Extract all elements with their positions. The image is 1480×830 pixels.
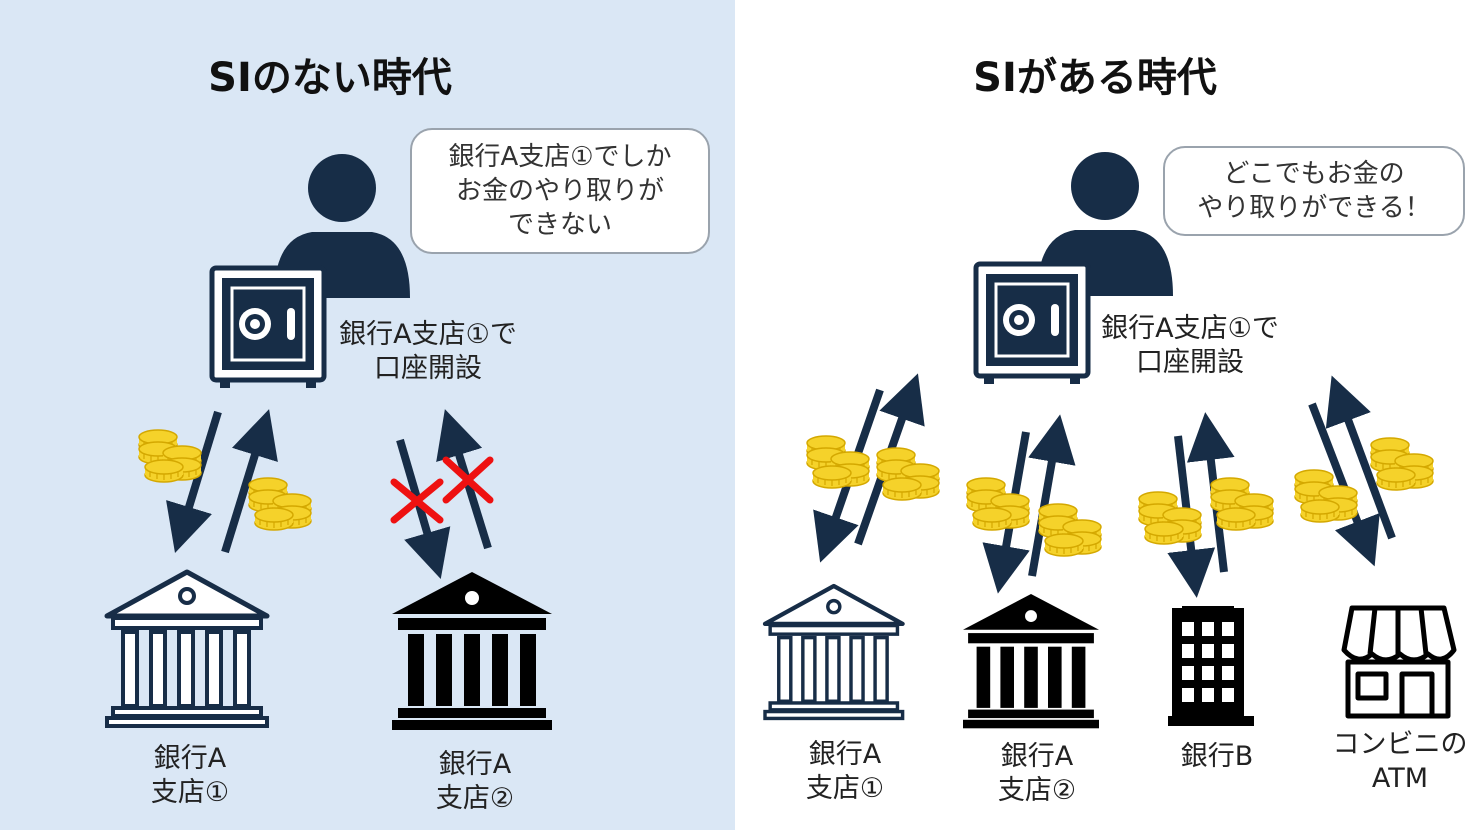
left-speech-line-2: お金のやり取りが: [455, 176, 664, 206]
left-bank1-label-line-2: 支店①: [150, 777, 230, 808]
left-coins-icon-2: [249, 478, 311, 530]
right-dest4-label: コンビニの ATM: [1315, 728, 1480, 796]
right-dest4-label-line-1: コンビニの: [1332, 729, 1468, 760]
right-dest1-label-line-1: 銀行A: [808, 739, 882, 770]
right-arrow-down-dest4: [1308, 402, 1380, 567]
right-dest4-label-line-2: ATM: [1371, 763, 1429, 794]
right-coins-icon-6: [1211, 478, 1273, 530]
left-bank2-label-line-2: 支店②: [435, 783, 515, 814]
left-bank-solid-icon: [392, 572, 552, 730]
right-bank-outline-icon: [765, 586, 903, 718]
right-dest2-label: 銀行A 支店②: [957, 740, 1117, 808]
left-account-label-line-2: 口座開設: [374, 353, 482, 384]
left-cross-mark-icon-1: [390, 478, 444, 524]
left-bank1-label: 銀行A 支店①: [110, 742, 270, 810]
right-account-label-line-1: 銀行A支店①で: [1101, 313, 1279, 344]
right-dest1-label-line-2: 支店①: [805, 773, 885, 804]
left-bank1-label-line-1: 銀行A: [153, 743, 227, 774]
left-arrow-up-bank1: [221, 409, 278, 554]
right-convenience-store-icon: [1341, 605, 1457, 719]
left-account-label-line-1: 銀行A支店①で: [339, 319, 517, 350]
right-account-label: 銀行A支店①で 口座開設: [1080, 312, 1300, 380]
left-bank-outline-icon: [107, 572, 267, 726]
right-bank-solid-icon: [963, 594, 1099, 729]
right-office-building-icon: [1168, 606, 1254, 726]
right-coins-icon-5: [1139, 492, 1201, 544]
left-bank2-label-line-1: 銀行A: [438, 749, 512, 780]
right-dest2-label-line-2: 支店②: [997, 775, 1077, 806]
left-speech-line-1: 銀行A支店①でしか: [448, 142, 672, 172]
right-title: SIがある時代: [973, 55, 1217, 101]
right-speech-bubble: どこでもお金の やり取りができる！: [1163, 146, 1465, 236]
left-title: SIのない時代: [208, 55, 452, 101]
left-safe-icon: [212, 268, 324, 388]
right-arrow-down-dest3: [1167, 435, 1216, 598]
right-coins-icon-8: [1371, 438, 1433, 490]
left-arrow-up-bank2: [436, 409, 492, 550]
left-account-label: 銀行A支店①で 口座開設: [318, 318, 538, 386]
right-dest3-label-line-1: 銀行B: [1180, 741, 1254, 772]
right-coins-icon-7: [1295, 470, 1357, 522]
right-dest2-label-line-1: 銀行A: [1000, 741, 1074, 772]
left-cross-mark-icon-2: [442, 456, 494, 504]
right-dest3-label: 銀行B: [1137, 740, 1297, 774]
right-speech-line-2: やり取りができる！: [1197, 193, 1431, 223]
right-account-label-line-2: 口座開設: [1136, 347, 1244, 378]
right-coins-icon-4: [1039, 504, 1101, 556]
right-speech-line-1: どこでもお金の: [1223, 159, 1405, 189]
right-arrow-up-dest4: [1325, 375, 1396, 540]
right-coins-icon-2: [877, 448, 939, 500]
left-bank2-label: 銀行A 支店②: [395, 748, 555, 816]
left-coins-icon-1: [139, 430, 201, 482]
left-speech-line-3: できない: [507, 210, 612, 240]
left-speech-bubble: 銀行A支店①でしか お金のやり取りが できない: [410, 128, 710, 254]
right-dest1-label: 銀行A 支店①: [765, 738, 925, 806]
right-safe-icon: [976, 264, 1088, 384]
